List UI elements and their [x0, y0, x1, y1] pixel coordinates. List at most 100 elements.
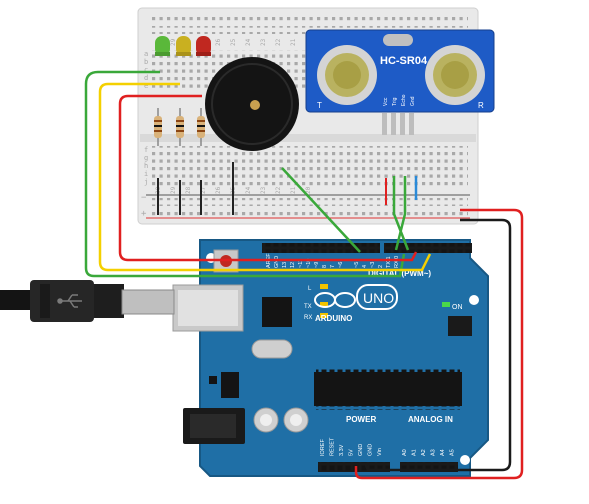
rail-plus-label: +	[141, 209, 147, 219]
digital-pin-label: ~3	[370, 262, 376, 268]
column-number: 24	[245, 38, 252, 46]
row-letter: g	[144, 154, 148, 162]
wire-black-gnd[interactable]	[364, 218, 512, 472]
sensor-model-label: HC-SR04	[380, 55, 428, 67]
row-letter: d	[144, 74, 148, 82]
led-red[interactable]	[196, 36, 211, 56]
rail-minus-label: −	[141, 193, 147, 203]
digital-pin-label: 12	[290, 262, 296, 268]
wire-green-echo[interactable]	[394, 176, 407, 251]
analog-pin-label: A3	[431, 449, 437, 456]
analog-header-label: ANALOG IN	[408, 415, 453, 424]
board-led-label: RX	[304, 315, 312, 321]
sensor-pin-label: Echo	[401, 94, 407, 106]
arduino-logo	[314, 284, 398, 310]
resistor[interactable]	[176, 108, 184, 146]
column-number: 21	[290, 186, 297, 194]
wire-green-led[interactable]	[84, 70, 406, 278]
digital-pin-label: ~9	[314, 262, 320, 268]
digital-pin-label: 4	[362, 265, 368, 268]
digital-pin-label: 2	[378, 265, 384, 268]
sensor-pin[interactable]	[391, 113, 396, 135]
column-number: 28	[185, 186, 192, 194]
column-number: 29	[170, 186, 177, 194]
digital-pin-label: ~10	[306, 259, 312, 268]
power-pin-label: GND	[368, 444, 374, 456]
wire-green-trig[interactable]	[392, 176, 410, 251]
usb-cable[interactable]	[0, 280, 175, 322]
arduino-model-label: UNO	[363, 290, 394, 306]
digital-pin-label: 8	[322, 265, 328, 268]
sensor-pin-label: Vcc	[383, 97, 389, 106]
row-letter: e	[144, 82, 148, 90]
resistor[interactable]	[154, 108, 162, 146]
column-number: 24	[245, 186, 252, 194]
buzzer-icon	[250, 100, 260, 110]
column-number: 27	[200, 186, 207, 194]
board-led-label: TX	[304, 304, 312, 310]
digital-pin-label: 7	[330, 265, 336, 268]
sensor-mark: T	[317, 101, 322, 110]
column-number: 22	[275, 186, 282, 194]
row-letter: c	[144, 66, 148, 74]
usb-cable-icon	[57, 294, 82, 308]
row-letter: i	[144, 170, 148, 178]
buzzer[interactable]	[205, 57, 299, 151]
column-number: 23	[260, 186, 267, 194]
on-led-label: ON	[452, 304, 463, 311]
column-number: 20	[305, 186, 312, 194]
sensor-pin-label: Gnd	[410, 96, 416, 106]
digital-pin-label: 13	[282, 262, 288, 268]
led-green[interactable]	[155, 36, 170, 56]
column-number: 22	[275, 38, 282, 46]
analog-pin-label: A0	[402, 449, 408, 456]
digital-pin-label: GND	[274, 256, 280, 268]
row-letter: j	[144, 178, 148, 186]
row-letter: h	[144, 162, 148, 170]
analog-pin-label: A1	[412, 449, 418, 456]
power-pin-label: 5V	[349, 449, 355, 456]
wire-green-buzzer[interactable]	[281, 167, 361, 253]
resistor[interactable]	[197, 108, 205, 146]
digital-pin-label: ~6	[338, 262, 344, 268]
sensor-pin[interactable]	[400, 113, 405, 135]
analog-pin-label: A4	[440, 449, 446, 456]
row-letter: a	[144, 50, 148, 58]
power-pin-label: Vin	[377, 448, 383, 456]
analog-pin-label: A5	[450, 449, 456, 456]
arduino-uno-board[interactable]: UNO ARDUINO ON L TX RX DIGITAL (PWM~) PO…	[172, 239, 489, 477]
power-pin-label: IOREF	[320, 439, 326, 456]
wire-red-5v[interactable]	[354, 208, 524, 480]
digital-pin-label: TX 1	[386, 256, 392, 268]
row-letter: b	[144, 58, 148, 66]
wire-red-led[interactable]	[118, 94, 418, 262]
board-led-label: L	[308, 286, 312, 292]
power-pin-label: RESET	[330, 437, 336, 456]
led-yellow[interactable]	[176, 36, 191, 56]
wire-yellow-led[interactable]	[98, 82, 432, 272]
arduino-brand-label: ARDUINO	[315, 314, 352, 323]
power-pin-label: GND	[358, 444, 364, 456]
column-number: 29	[170, 38, 177, 46]
power-pin-label: 3.3V	[339, 444, 345, 456]
sensor-pin[interactable]	[409, 113, 414, 135]
sensor-mark: R	[478, 101, 484, 110]
row-letter: f	[144, 146, 148, 154]
sensor-pin-label: Trig	[392, 97, 398, 106]
digital-pin-label: ~11	[298, 259, 304, 268]
analog-pin-label: A2	[421, 449, 427, 456]
column-number: 21	[290, 38, 297, 46]
column-number: 25	[230, 38, 237, 46]
digital-pin-label: RX 0	[394, 256, 400, 268]
power-header-label: POWER	[346, 415, 376, 424]
column-number: 26	[215, 186, 222, 194]
column-number: 26	[215, 38, 222, 46]
column-number: 23	[260, 38, 267, 46]
digital-pin-label: ~5	[354, 262, 360, 268]
sensor-pin[interactable]	[382, 113, 387, 135]
